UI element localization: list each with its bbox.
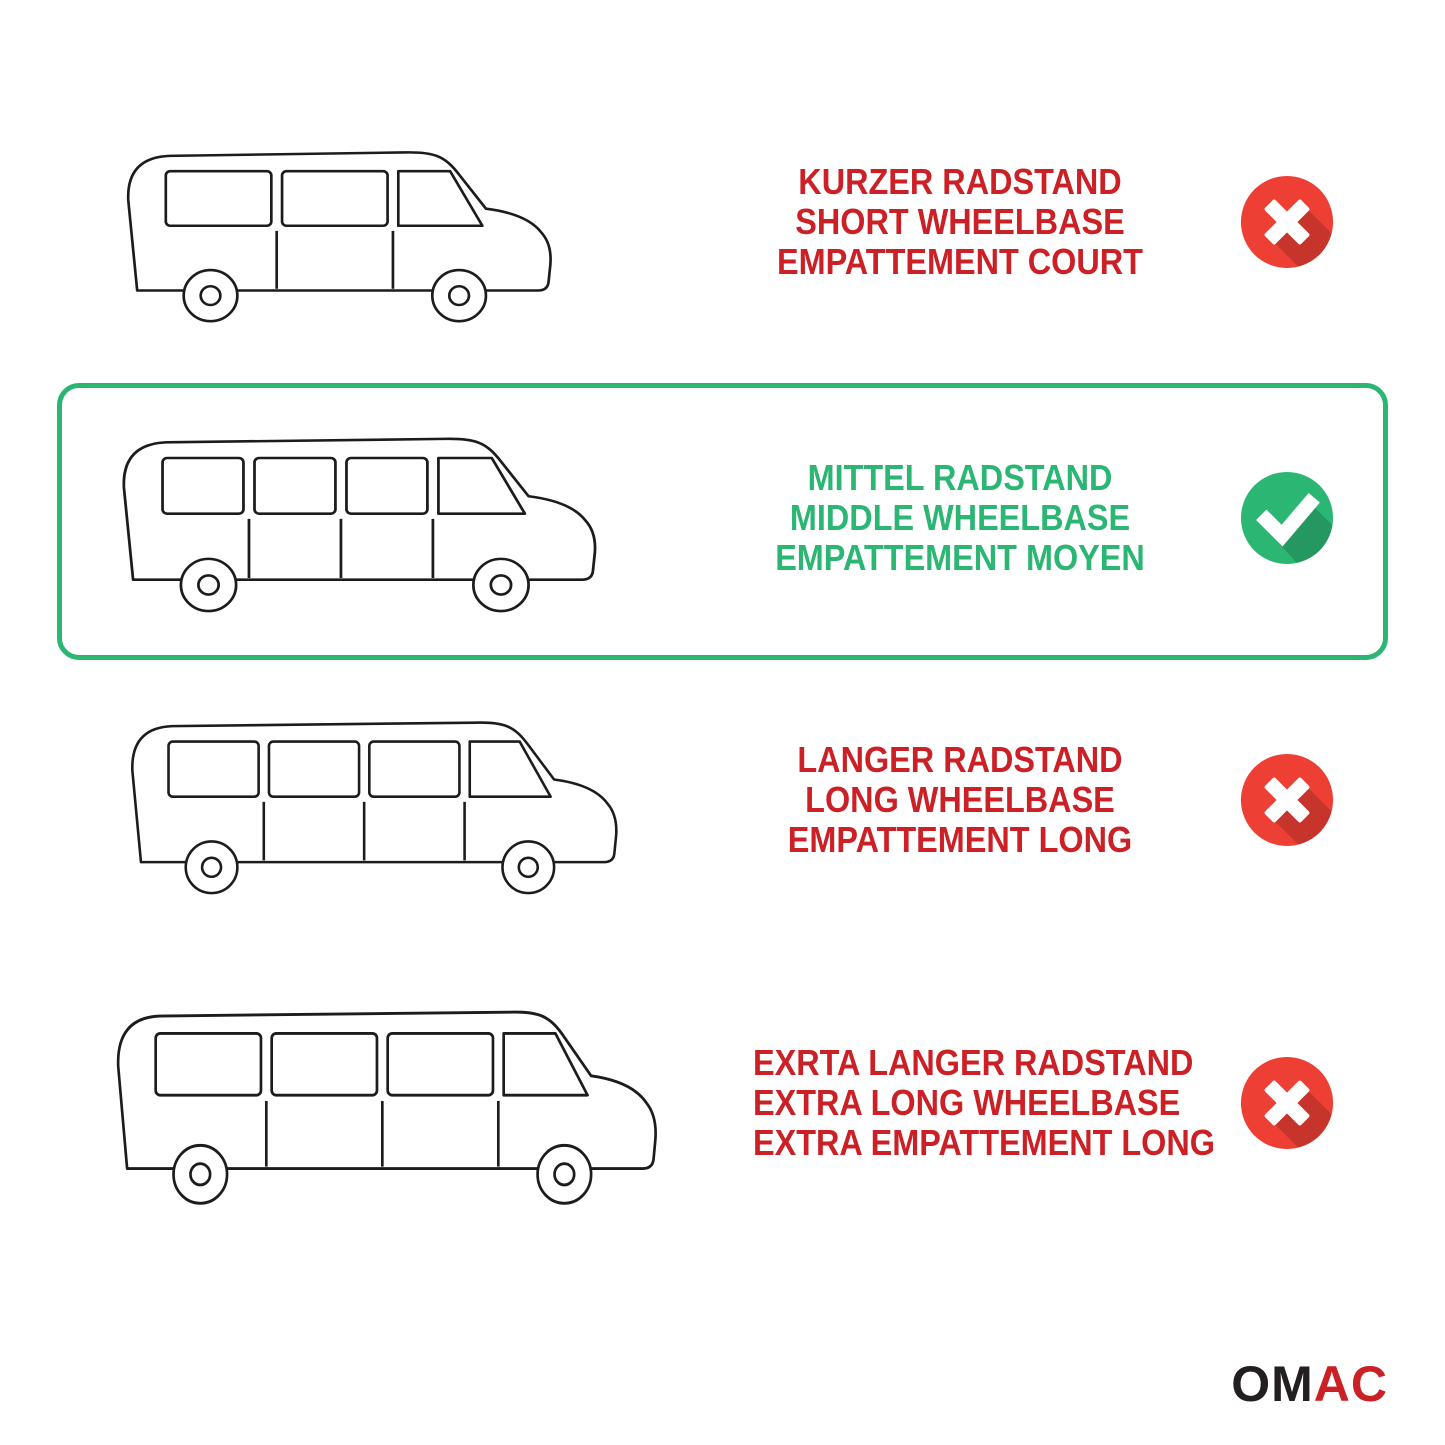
omac-logo: OMAC [1231,1359,1388,1409]
cross-icon [1240,175,1334,269]
long-wheelbase-labels: LANGER RADSTAND LONG WHEELBASE EMPATTEME… [753,740,1167,860]
label-fr: EMPATTEMENT LONG [787,819,1133,860]
short-wheelbase-van-drawing [105,132,570,328]
middle-wheelbase-van-drawing [100,418,615,618]
cross-icon [1240,753,1334,847]
check-badge [1238,469,1336,567]
cross-badge [1238,751,1336,849]
label-de: KURZER RADSTAND [798,161,1122,202]
short-wheelbase-labels: KURZER RADSTAND SHORT WHEELBASE EMPATTEM… [753,162,1167,282]
check-icon [1240,471,1334,565]
label-fr: EMPATTEMENT MOYEN [775,537,1145,578]
omac-logo-black-letters: OM [1231,1356,1314,1412]
cross-badge [1238,173,1336,271]
middle-wheelbase-labels: MITTEL RADSTAND MIDDLE WHEELBASE EMPATTE… [753,458,1167,578]
label-en: SHORT WHEELBASE [795,201,1125,242]
extra-long-wheelbase-van-drawing [95,989,675,1211]
extra-long-wheelbase-labels: EXRTA LANGER RADSTAND EXTRA LONG WHEELBA… [753,1042,1215,1163]
label-de: EXRTA LANGER RADSTAND [753,1042,1194,1083]
long-wheelbase-van-drawing [110,702,635,900]
selected-option-highlight [57,383,1388,660]
label-en: LONG WHEELBASE [805,779,1115,820]
label-fr: EXTRA EMPATTEMENT LONG [753,1122,1215,1163]
label-fr: EMPATTEMENT COURT [777,241,1143,282]
label-en: EXTRA LONG WHEELBASE [753,1082,1181,1123]
cross-icon [1240,1056,1334,1150]
label-en: MIDDLE WHEELBASE [789,497,1131,538]
label-de: MITTEL RADSTAND [807,457,1113,498]
cross-badge [1238,1054,1336,1152]
label-de: LANGER RADSTAND [797,739,1123,780]
omac-logo-red-letters: AC [1313,1356,1388,1412]
